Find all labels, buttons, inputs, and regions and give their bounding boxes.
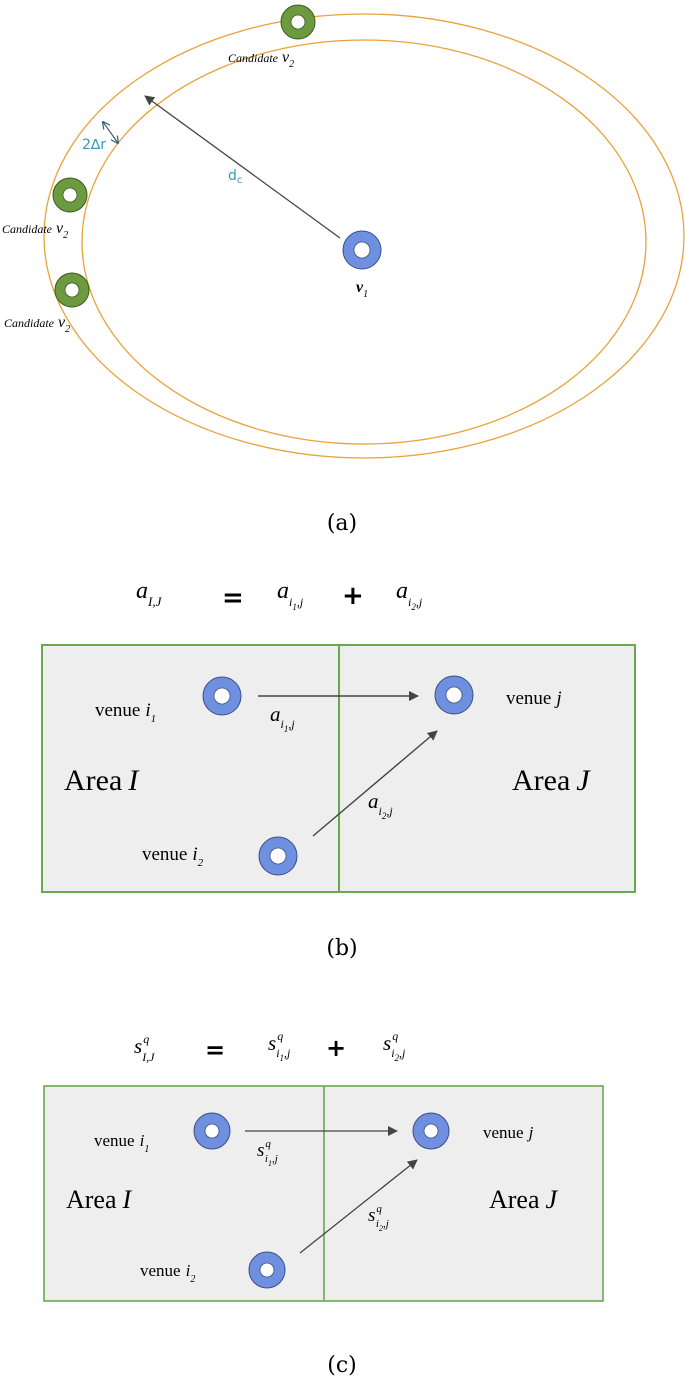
arrow-i1-j-label: ai1,j (270, 702, 295, 734)
distance-arrow (144, 95, 341, 239)
arrow-i2-j (312, 730, 438, 837)
delta-label: 2∆r (82, 137, 106, 153)
center-label: v1 (356, 279, 368, 300)
arrow-i2-j-label: ai2,j (368, 789, 393, 821)
equation-b: aI,J = ai1,j + ai2,j (136, 578, 423, 613)
svg-text:aI,J: aI,J (136, 578, 163, 609)
outer-ring (43, 13, 685, 459)
panel-b-caption: (b) (326, 936, 357, 961)
svg-text:ai2,j: ai2,j (396, 578, 423, 612)
svg-text:=: = (205, 1036, 225, 1064)
delta-arrow (103, 122, 118, 143)
distance-label: dc (228, 168, 242, 186)
svg-text:+: + (326, 1034, 346, 1062)
svg-text:=: = (222, 583, 244, 613)
arrow-i2-j (299, 1159, 418, 1254)
panel-a-caption: (a) (327, 511, 357, 536)
inner-ring (81, 39, 647, 445)
svg-text:ai1,j: ai1,j (277, 578, 304, 612)
svg-text:sqI,J: sqI,J (134, 1032, 155, 1064)
panel-c-caption: (c) (327, 1353, 357, 1378)
svg-text:+: + (342, 581, 364, 611)
